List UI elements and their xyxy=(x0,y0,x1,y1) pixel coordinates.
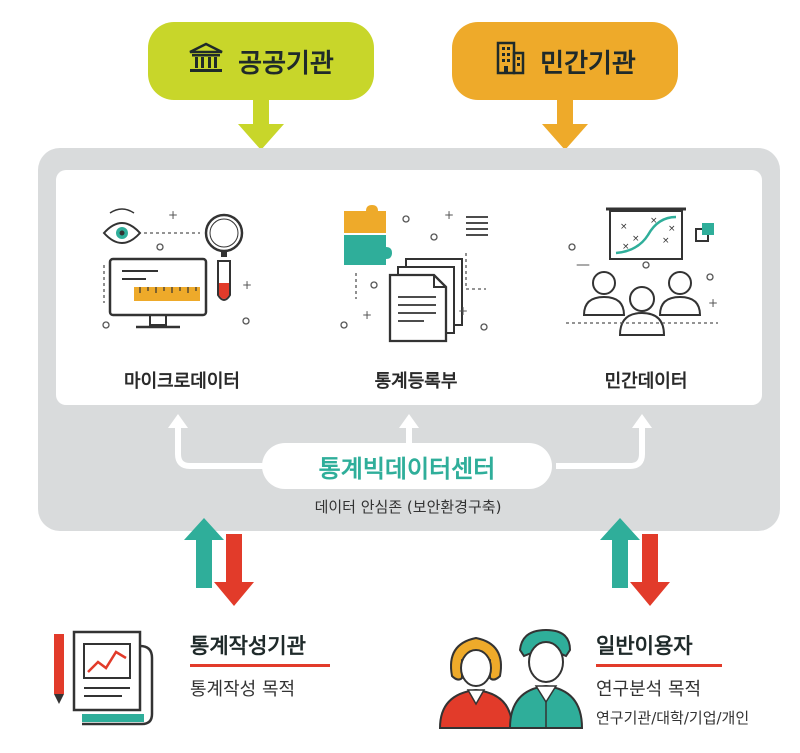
building-columns-icon xyxy=(188,42,224,81)
svg-text:+: + xyxy=(362,308,372,322)
svg-text:×: × xyxy=(632,234,640,244)
statistics-agency-title: 통계작성기관 xyxy=(190,634,306,658)
statistical-register-label: 통계등록부 xyxy=(374,371,458,392)
general-users-underline xyxy=(596,664,722,667)
microdata-label: 마이크로데이터 xyxy=(124,371,240,392)
svg-text:+: + xyxy=(458,304,468,318)
public-institution-label: 공공기관 xyxy=(238,48,334,79)
statistics-agency-purpose: 통계작성 목적 xyxy=(190,679,296,700)
connector-arrows xyxy=(160,410,660,474)
statistics-bigdata-center-pill: 통계빅데이터센터 xyxy=(262,443,552,489)
svg-text:+: + xyxy=(168,208,178,222)
statistics-agency-block: 통계작성기관 통계작성 목적 xyxy=(190,630,330,701)
general-users-examples: 연구기관/대학/기업/개인 xyxy=(596,709,750,727)
center-title: 통계빅데이터센터 xyxy=(318,454,496,483)
general-users-block: 일반이용자 연구분석 목적 연구기관/대학/기업/개인 xyxy=(596,630,749,728)
data-safe-zone-subtitle: 데이터 안심존 (보안환경구축) xyxy=(314,498,502,516)
office-building-icon xyxy=(494,41,526,82)
svg-text:×: × xyxy=(650,216,658,226)
svg-text:—: — xyxy=(576,257,590,273)
statistics-agency-underline xyxy=(190,664,330,667)
private-down-arrow xyxy=(540,100,590,156)
agency-exchange-arrows xyxy=(180,518,260,612)
private-institution-pill: 민간기관 xyxy=(452,22,678,100)
private-institution-label: 민간기관 xyxy=(540,48,636,79)
report-chart-icon xyxy=(52,628,162,732)
private-data-presentation-icon: ××× ××× — + xyxy=(558,203,728,347)
public-down-arrow xyxy=(236,100,286,156)
svg-text:×: × xyxy=(622,242,630,252)
general-user-exchange-arrows xyxy=(596,518,676,612)
svg-text:×: × xyxy=(662,236,670,246)
general-users-title: 일반이용자 xyxy=(596,634,693,658)
svg-text:×: × xyxy=(620,222,628,232)
svg-text:+: + xyxy=(708,296,718,310)
statistical-register-documents-icon: + + + xyxy=(336,203,496,347)
private-data-label: 민간데이터 xyxy=(604,371,688,392)
svg-text:+: + xyxy=(444,208,454,222)
svg-text:+: + xyxy=(242,278,252,292)
public-institution-pill: 공공기관 xyxy=(148,22,374,100)
microdata-monitor-icon: + + xyxy=(100,203,260,347)
svg-text:×: × xyxy=(668,224,676,234)
general-users-people-icon xyxy=(438,620,588,734)
general-users-purpose: 연구분석 목적 xyxy=(596,679,702,700)
